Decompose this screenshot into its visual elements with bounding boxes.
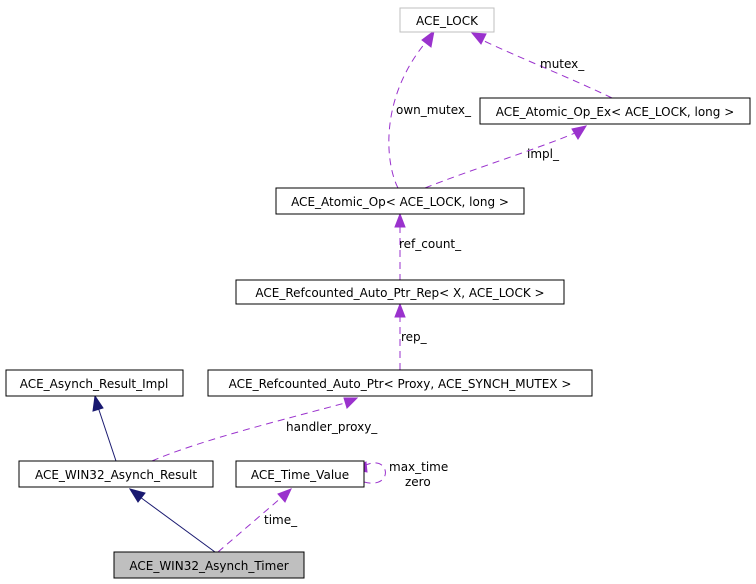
node-win32-asynch-result[interactable]: ACE_WIN32_Asynch_Result bbox=[18, 460, 214, 488]
arrowhead-inherit-asynch-result bbox=[128, 488, 146, 503]
label-own-mutex: own_mutex_ bbox=[396, 103, 472, 117]
edge-mutex bbox=[481, 39, 613, 99]
node-label: ACE_WIN32_Asynch_Timer bbox=[129, 559, 288, 573]
node-label: ACE_Refcounted_Auto_Ptr< Proxy, ACE_SYNC… bbox=[229, 377, 572, 391]
label-zero: zero bbox=[405, 475, 431, 489]
edge-impl bbox=[424, 132, 576, 189]
node-label: ACE_Atomic_Op< ACE_LOCK, long > bbox=[291, 195, 509, 209]
node-label: ACE_Asynch_Result_Impl bbox=[20, 377, 169, 391]
edge-handler-proxy bbox=[151, 402, 346, 462]
node-win32-asynch-timer[interactable]: ACE_WIN32_Asynch_Timer bbox=[113, 551, 305, 579]
arrowhead-rep bbox=[394, 302, 406, 318]
node-label: ACE_WIN32_Asynch_Result bbox=[35, 468, 197, 482]
node-refcounted-auto-ptr-rep[interactable]: ACE_Refcounted_Auto_Ptr_Rep< X, ACE_LOCK… bbox=[235, 279, 565, 305]
node-refcounted-auto-ptr[interactable]: ACE_Refcounted_Auto_Ptr< Proxy, ACE_SYNC… bbox=[207, 369, 593, 397]
node-label: ACE_Atomic_Op_Ex< ACE_LOCK, long > bbox=[496, 105, 735, 119]
arrowhead-time bbox=[277, 488, 292, 503]
label-time: time_ bbox=[264, 513, 298, 527]
label-ref-count: ref_count_ bbox=[399, 237, 462, 251]
arrowhead-mutex bbox=[470, 32, 487, 45]
label-rep: rep_ bbox=[401, 330, 428, 344]
edge-own-mutex bbox=[388, 41, 427, 189]
edge-inherit-result-impl bbox=[97, 406, 117, 462]
arrowhead-handler-proxy bbox=[343, 397, 359, 409]
label-handler-proxy: handler_proxy_ bbox=[286, 420, 378, 434]
node-atomic-op[interactable]: ACE_Atomic_Op< ACE_LOCK, long > bbox=[275, 187, 525, 215]
node-label: ACE_LOCK bbox=[416, 14, 479, 28]
arrowhead-ref-count bbox=[394, 212, 406, 228]
node-label: ACE_Refcounted_Auto_Ptr_Rep< X, ACE_LOCK… bbox=[255, 286, 544, 300]
label-max-time: max_time bbox=[389, 460, 448, 474]
label-impl: impl_ bbox=[527, 147, 560, 161]
node-asynch-result-impl[interactable]: ACE_Asynch_Result_Impl bbox=[5, 369, 184, 397]
node-label: ACE_Time_Value bbox=[251, 468, 349, 482]
arrowhead-inherit-result-impl bbox=[92, 394, 104, 412]
edge-time bbox=[217, 496, 283, 553]
node-ace-lock[interactable]: ACE_LOCK bbox=[399, 7, 495, 33]
arrowhead-impl bbox=[571, 125, 588, 140]
label-mutex: mutex_ bbox=[540, 57, 585, 71]
edge-self-loop bbox=[363, 462, 386, 484]
node-time-value[interactable]: ACE_Time_Value bbox=[235, 460, 365, 488]
edge-inherit-asynch-result bbox=[139, 496, 216, 553]
node-atomic-op-ex[interactable]: ACE_Atomic_Op_Ex< ACE_LOCK, long > bbox=[479, 97, 751, 125]
arrowhead-own-mutex bbox=[421, 29, 435, 48]
